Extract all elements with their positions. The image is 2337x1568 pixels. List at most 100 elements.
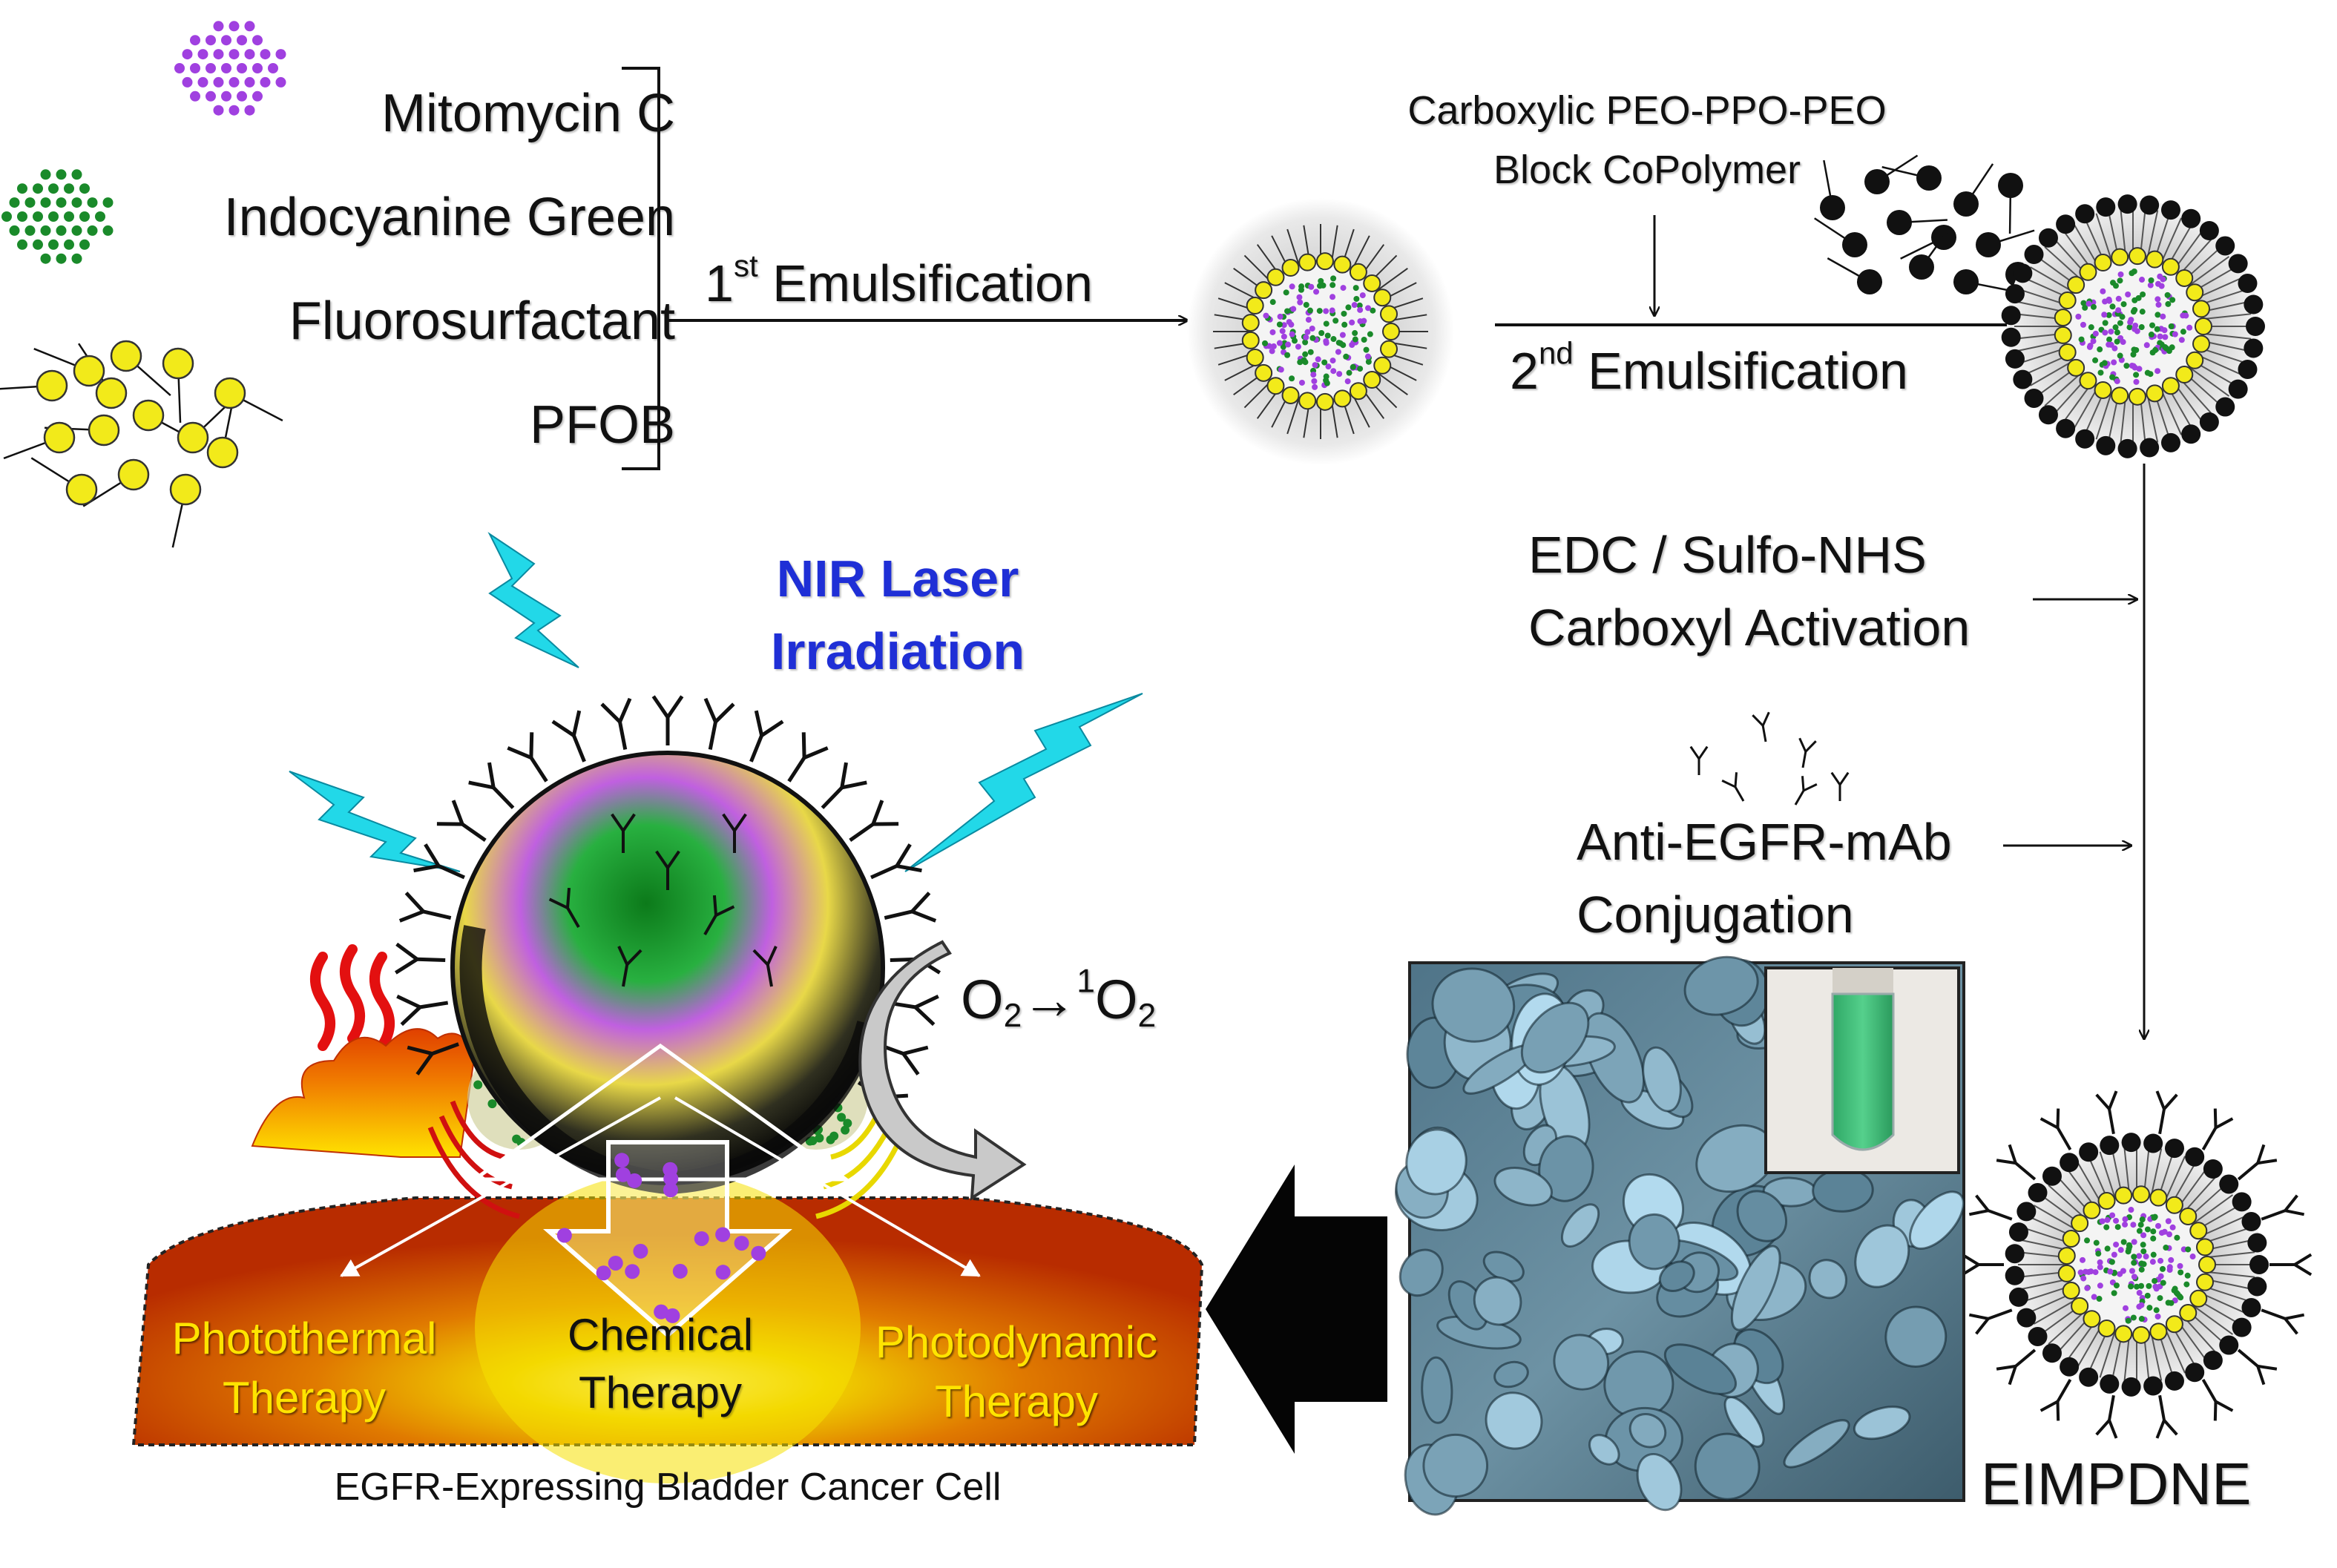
copolymer-head <box>2238 360 2257 379</box>
icg-dot <box>48 240 59 250</box>
first-emulsification-label: 1st Emulsification <box>705 254 1093 313</box>
copolymer-head <box>2013 263 2032 283</box>
mitomycin-dot <box>1352 302 1358 308</box>
icg-dot <box>2113 283 2119 289</box>
mitomycin-dot <box>1303 335 1309 340</box>
mitomycin-dot <box>2155 1223 2161 1229</box>
icg-dot <box>79 211 90 222</box>
antibody-stem <box>531 758 547 782</box>
copolymer-head <box>2005 1266 2025 1285</box>
mitomycin-dot <box>2129 1268 2135 1274</box>
primary-nanodroplet <box>1187 198 1454 465</box>
icg-dot <box>2111 1290 2117 1296</box>
icg-dot <box>2174 1235 2180 1241</box>
icg-dot <box>1352 337 1358 343</box>
mitomycin-dot <box>221 91 231 102</box>
antibody-arm <box>1840 773 1848 785</box>
antibody-arm <box>1752 715 1763 725</box>
mitomycin-dot <box>2157 334 2163 340</box>
antibody-stem <box>850 824 873 840</box>
mitomycin-dot <box>237 91 247 102</box>
mitomycin-dot <box>2118 271 2124 277</box>
icg-dot <box>1318 330 1324 336</box>
laser-bolt-right-icon <box>905 694 1143 872</box>
copolymer-head <box>2042 1343 2062 1363</box>
mitomycin-dot <box>1315 356 1321 362</box>
surfactant-head <box>2083 1311 2100 1327</box>
mitomycin-dot <box>268 63 278 73</box>
surfactant-head <box>1374 289 1390 306</box>
copolymer-head <box>2009 1288 2028 1307</box>
antibody-arm <box>602 704 619 722</box>
icg-dot <box>2152 347 2158 353</box>
icg-dot <box>2165 292 2171 298</box>
copolymer-head <box>2039 228 2058 248</box>
mitomycin-dot <box>1329 308 1335 314</box>
copolymer-head <box>2165 1371 2184 1391</box>
mitomycin-dot-cluster <box>174 21 286 115</box>
icg-dot <box>2121 1239 2127 1245</box>
mitomycin-dot <box>2091 1294 2097 1300</box>
mitomycin-dot <box>1281 334 1287 340</box>
mitomycin-dot <box>2120 339 2126 345</box>
copolymer-head <box>2016 1202 2036 1221</box>
mitomycin-dot <box>214 77 224 88</box>
surfactant-head <box>2193 336 2209 352</box>
mitomycin-dot <box>1323 308 1329 314</box>
icg-dot <box>1330 275 1336 281</box>
icg-dot <box>2121 301 2127 307</box>
mitomycin-dot <box>1296 294 1302 300</box>
icg-dot <box>25 225 36 236</box>
mitomycin-dot <box>2083 1269 2088 1275</box>
copolymer-head <box>2042 1167 2062 1186</box>
mitomycin-dot <box>1271 343 1277 349</box>
antibody-stem <box>1803 751 1806 768</box>
mitomycin-dot <box>1280 328 1286 334</box>
icg-dot <box>2094 1240 2100 1246</box>
icg-dot <box>1332 317 1338 323</box>
copolymer-head <box>2122 1133 2141 1152</box>
icg-dot <box>2114 1282 2120 1288</box>
surfactant-head <box>1243 314 1259 331</box>
antibody-arm <box>897 866 922 871</box>
mitomycin-dot <box>198 77 208 88</box>
antibody-arm <box>1691 747 1699 759</box>
copolymer-head <box>2002 328 2021 347</box>
icg-dot <box>2129 270 2134 276</box>
surfactant-head <box>2099 1320 2115 1337</box>
antibody-arm <box>2216 1401 2233 1410</box>
copolymer-head <box>2143 1377 2163 1396</box>
antibody-arm <box>2215 1109 2216 1128</box>
surfactant-head <box>2115 1187 2131 1204</box>
surfactant-head <box>1255 365 1272 381</box>
mitomycin-dot <box>260 77 271 88</box>
antibody-arm <box>1976 1196 1988 1210</box>
mitomycin-dot <box>2154 296 2160 302</box>
icg-dot <box>1304 302 1309 308</box>
surfactant-head <box>1334 390 1350 406</box>
photodynamic-label-line1: Photodynamic <box>846 1317 1187 1368</box>
antibody-arm <box>1804 784 1817 791</box>
mitomycin-dot <box>190 91 200 102</box>
icg-dot <box>2106 337 2112 343</box>
surfactant-head <box>2190 1222 2206 1239</box>
icg-dot <box>2117 277 2123 283</box>
icg-dot <box>25 197 36 208</box>
antibody-arm <box>873 800 882 824</box>
antibody-arm <box>714 895 716 915</box>
icg-dot <box>103 197 114 208</box>
mitomycin-dot <box>237 63 247 73</box>
mitomycin-dot <box>252 91 263 102</box>
antibody-arm <box>568 888 569 908</box>
copolymer-head <box>2005 284 2025 303</box>
mitomycin-dot <box>260 49 271 59</box>
icg-dot <box>1352 330 1358 336</box>
copolymer-head <box>2140 438 2159 458</box>
icg-dot <box>2149 323 2155 329</box>
icg-dot <box>2117 320 2123 326</box>
mitomycin-dot <box>2152 1284 2158 1290</box>
copolymer-head <box>2005 1244 2025 1263</box>
mitomycin-dot <box>229 105 240 116</box>
antibody-arm <box>2285 1315 2304 1319</box>
antibody-arm <box>1802 776 1804 791</box>
